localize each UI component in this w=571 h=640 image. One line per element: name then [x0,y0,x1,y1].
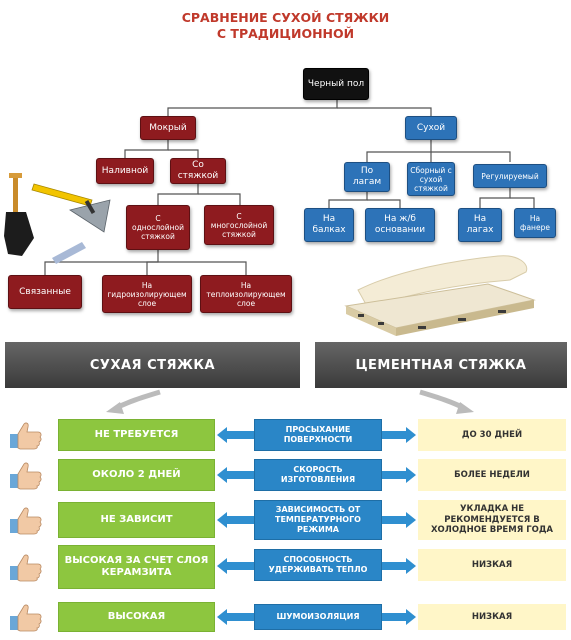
header-cement-screed: ЦЕМЕНТНАЯ СТЯЖКА [315,342,567,388]
property-cell: ШУМОИЗОЛЯЦИЯ [254,604,382,630]
node-on-joists: По лагам [344,162,390,192]
node-poured: Наливной [96,158,154,184]
dry-value-cell: НЕ ТРЕБУЕТСЯ [58,419,215,451]
thumbs-up-icon [10,462,42,490]
node-on-rc-base: На ж/б основании [365,208,435,242]
shovel-icon [4,212,34,256]
thumbs-up-icon [10,422,42,450]
header-dry-label: СУХАЯ СТЯЖКА [89,357,216,373]
node-bonded: Связанные [8,275,82,309]
title-line-2: С ТРАДИЦИОННОЙ [216,26,355,41]
node-root: Черный пол [303,68,369,100]
node-multi-layer: С многослойной стяжкой [204,205,274,245]
dry-value-cell: НЕ ЗАВИСИТ [58,502,215,538]
node-on-plywood: На фанере [514,208,556,238]
cement-value-cell: БОЛЕЕ НЕДЕЛИ [418,459,566,491]
header-pointers [106,389,474,414]
node-with-screed: Со стяжкой [170,158,226,184]
level-icon [31,183,93,207]
node-single-layer: С однослойной стяжкой [126,205,190,250]
node-on-thermal: На теплоизолирующем слое [200,275,292,313]
dry-value-cell: ВЫСОКАЯ ЗА СЧЕТ СЛОЯ КЕРАМЗИТА [58,545,215,589]
property-cell: ЗАВИСИМОСТЬ ОТ ТЕМПЕРАТУРНОГО РЕЖИМА [254,500,382,540]
node-on-beams: На балках [304,208,354,242]
node-on-waterproof: На гидроизолирующем слое [102,275,192,313]
thumbs-up-icon [10,604,42,632]
thumbs-up-icon [10,554,42,582]
node-dry: Сухой [405,116,457,140]
tools-illustration [4,173,111,264]
property-cell: СКОРОСТЬ ИЗГОТОВЛЕНИЯ [254,459,382,491]
title-line-1: СРАВНЕНИЕ СУХОЙ СТЯЖКИ [181,10,390,25]
cement-value-cell: НИЗКАЯ [418,604,566,630]
header-cement-label: ЦЕМЕНТНАЯ СТЯЖКА [355,357,527,373]
node-wet: Мокрый [140,116,196,140]
thumbs-up-icon [10,507,42,535]
shovel-handle-icon [13,176,18,212]
header-dry-screed: СУХАЯ СТЯЖКА [5,342,300,388]
property-cell: ПРОСЫХАНИЕ ПОВЕРХНОСТИ [254,419,382,451]
cement-value-cell: НИЗКАЯ [418,549,566,581]
cement-value-cell: ДО 30 ДНЕЙ [418,419,566,451]
node-prefab: Сборный с сухой стяжкой [407,162,455,196]
dry-value-cell: ВЫСОКАЯ [58,602,215,632]
dry-screed-sheet-illustration [344,255,536,336]
property-cell: СПОСОБНОСТЬ УДЕРЖИВАТЬ ТЕПЛО [254,549,382,581]
node-adjustable: Регулируемый [473,164,547,188]
dry-value-cell: ОКОЛО 2 ДНЕЙ [58,459,215,491]
node-on-joists-2: На лагах [458,208,502,242]
tree-connectors [44,100,535,275]
cement-value-cell: УКЛАДКА НЕ РЕКОМЕНДУЕТСЯ В ХОЛОДНОЕ ВРЕМ… [418,500,566,540]
